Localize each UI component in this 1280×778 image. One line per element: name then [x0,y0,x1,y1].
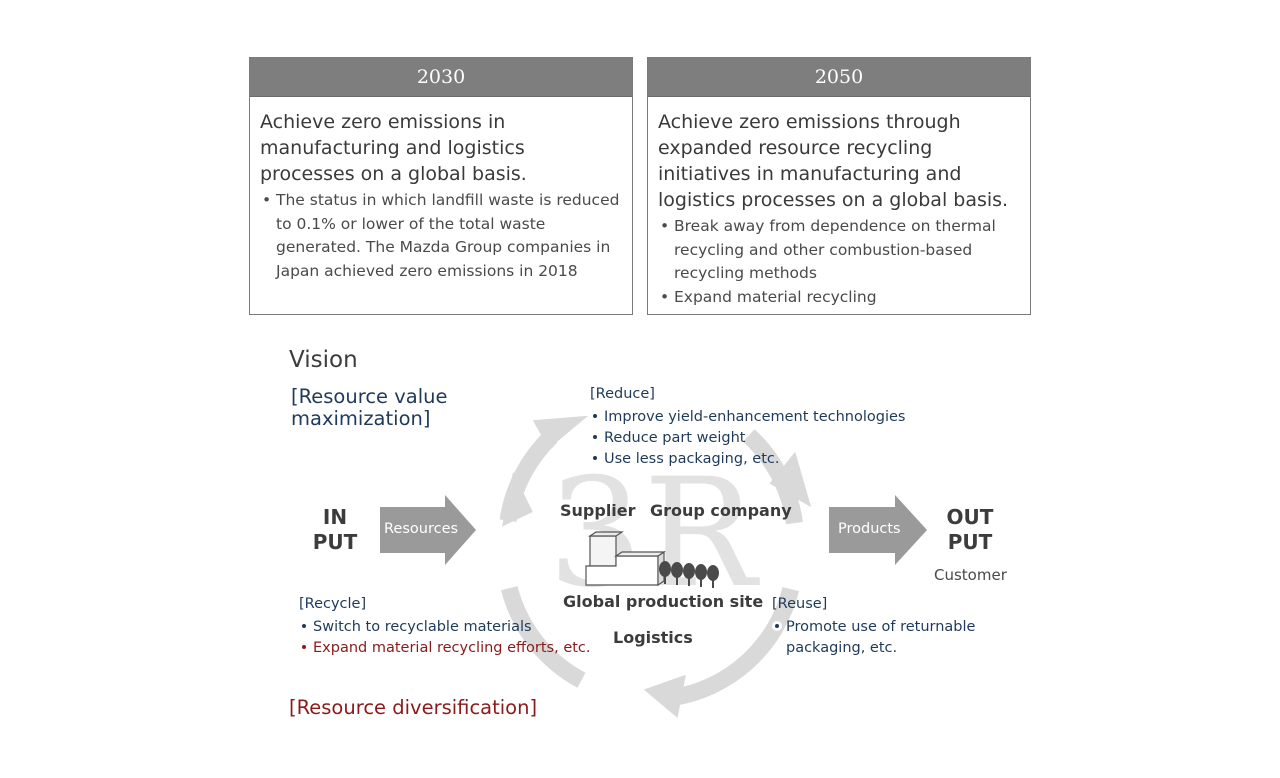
trees-icon [659,561,719,588]
goal-bullet-list: The status in which landfill waste is re… [250,189,632,283]
reduce-list: Improve yield-enhancement technologies R… [590,407,905,470]
reduce-item: Use less packaging, etc. [590,449,905,470]
recycle-label: [Recycle] [299,596,367,612]
products-arrow [829,495,927,565]
recycle-item: Expand material recycling efforts, etc. [299,638,591,659]
group-company-label: Group company [650,501,792,520]
goal-bullet: The status in which landfill waste is re… [260,189,622,283]
resource-value-heading: [Resource value maximization] [291,385,448,430]
goal-year-header: 2050 [648,58,1030,97]
logistics-label: Logistics [613,628,693,647]
customer-label: Customer [934,566,1007,584]
resources-arrow-label: Resources [384,521,459,537]
3r-mark: 3R [548,447,760,621]
goal-main-text: Achieve zero emissions in manufacturing … [260,111,527,185]
reduce-item: Improve yield-enhancement technologies [590,407,905,428]
goal-box-2030: 2030 Achieve zero emissions in manufactu… [249,57,633,315]
goal-bullet-list: Break away from dependence on thermal re… [648,215,1030,309]
vision-title: Vision [289,347,358,373]
goal-main-text: Achieve zero emissions through expanded … [658,111,1009,211]
goal-year-header: 2030 [250,58,632,97]
supplier-label: Supplier [560,501,636,520]
production-site-label: Global production site [563,592,764,611]
reduce-label: [Reduce] [590,386,655,402]
reuse-label: [Reuse] [772,596,828,612]
resources-arrow [380,495,476,565]
reuse-item: Promote use of returnable packaging, etc… [772,617,991,659]
goal-bullet: Break away from dependence on thermal re… [658,215,1020,286]
reduce-item: Reduce part weight [590,428,905,449]
resource-diversification-heading: [Resource diversification] [289,696,538,719]
recycle-item: Switch to recyclable materials [299,617,591,638]
recycle-list: Switch to recyclable materials Expand ma… [299,617,591,659]
factory-icon [585,531,666,587]
cycle-arrowheads [502,415,812,718]
goal-box-2050: 2050 Achieve zero emissions through expa… [647,57,1031,315]
products-arrow-label: Products [838,521,901,537]
goal-bullet: Expand material recycling [658,286,1020,310]
reuse-list: Promote use of returnable packaging, etc… [772,617,991,659]
